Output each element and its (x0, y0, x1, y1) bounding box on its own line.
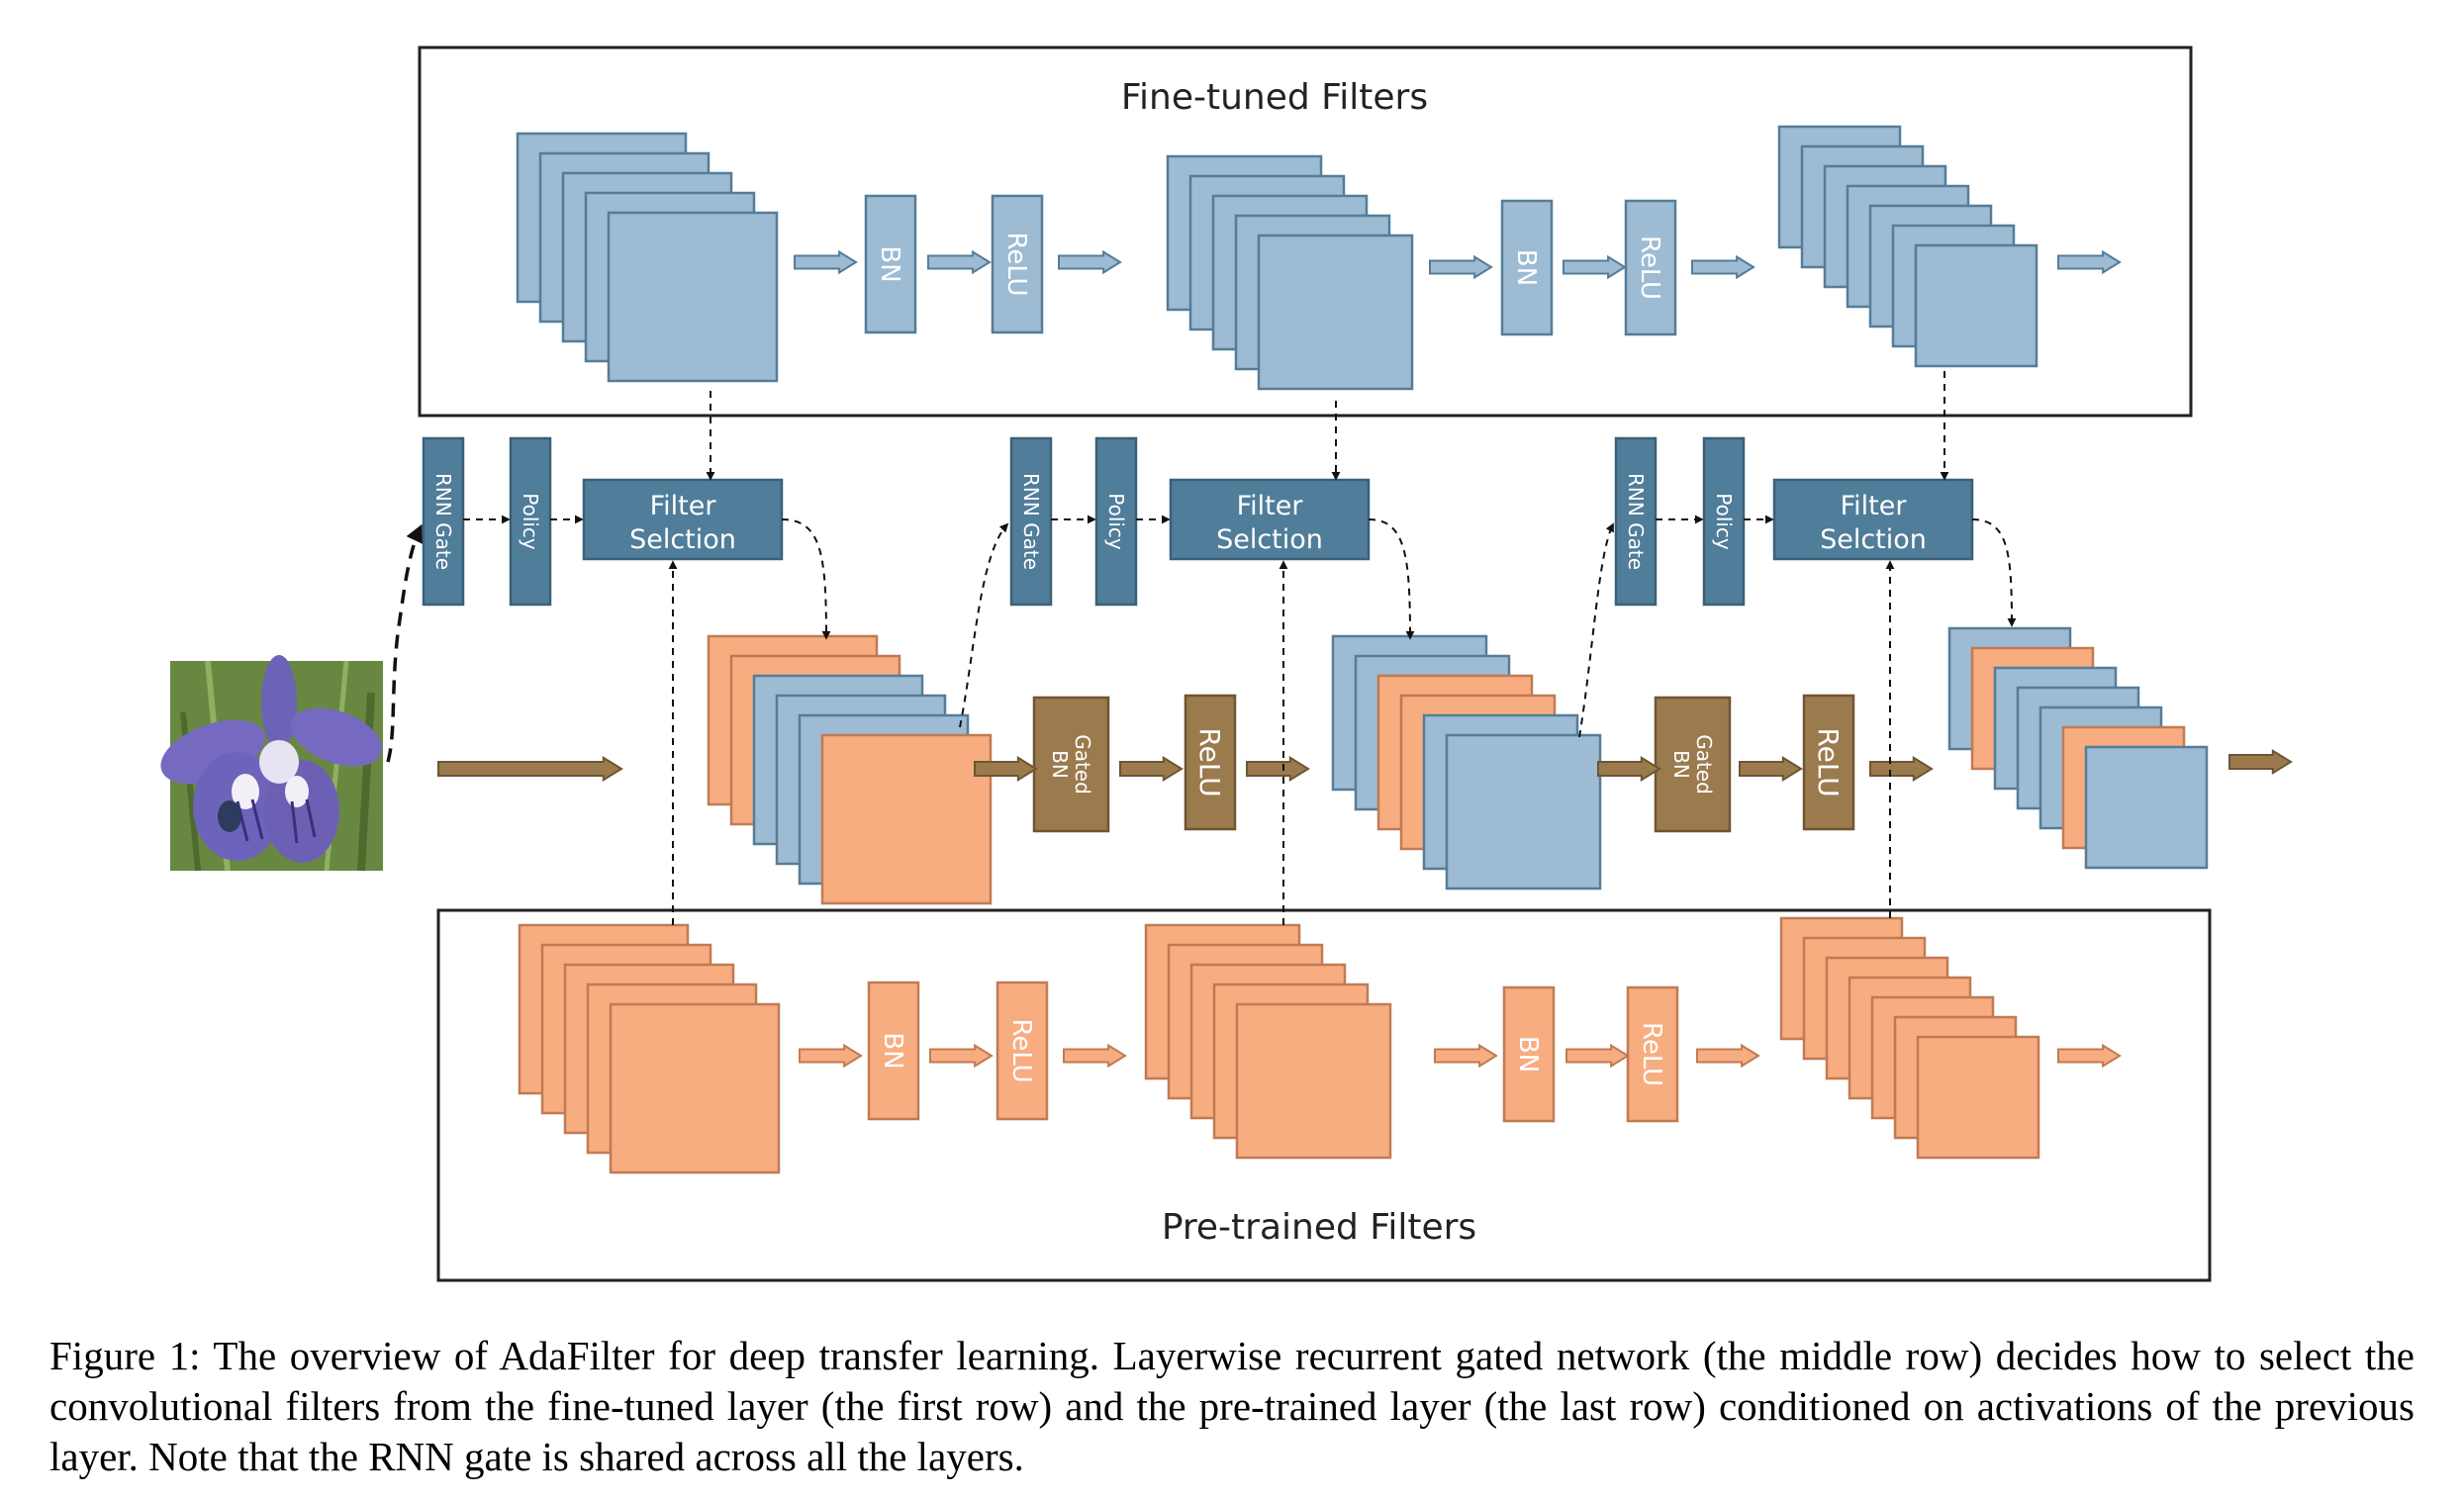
flow-arrow-middle-5 (1739, 756, 1803, 782)
fine-tuned-stack-3 (1777, 125, 2038, 368)
relu-box-top-1-label: ReLU (1001, 232, 1031, 296)
flow-arrow-bottom-3 (1063, 1043, 1127, 1069)
rnn-gate-box-2: RNN Gate (1009, 436, 1053, 607)
flow-arrow-middle-4 (1597, 756, 1661, 782)
relu-box-bottom-2: ReLU (1626, 985, 1679, 1123)
rnn-gate-box-1-label: RNN Gate (431, 473, 455, 570)
flow-arrow-top-1 (794, 249, 858, 275)
filter-map (1257, 234, 1414, 391)
flow-arrow-top-4 (1429, 254, 1493, 280)
bn-box-top-1: BN (864, 194, 917, 334)
relu-box-top-1: ReLU (991, 194, 1044, 334)
policy-box-1: Policy (509, 436, 552, 607)
input-image (160, 655, 383, 872)
gated-bn-box-2-label: GatedBN (1669, 734, 1716, 795)
flow-arrow-bottom-1 (799, 1043, 863, 1069)
flow-arrow-top-3 (1058, 249, 1122, 275)
flow-arrow-middle-7 (2228, 749, 2293, 775)
relu-box-top-2: ReLU (1624, 199, 1677, 336)
mixed-stack-1 (707, 634, 993, 905)
filter-map (2084, 745, 2209, 870)
rnn-gate-box-1: RNN Gate (422, 436, 465, 607)
flow-arrow-top-7 (2057, 249, 2122, 275)
flow-arrow-bottom-5 (1565, 1043, 1630, 1069)
rnn-gate-box-3-label: RNN Gate (1624, 473, 1648, 570)
filter-map (1235, 1002, 1392, 1160)
relu-box-bottom-2-label: ReLU (1637, 1022, 1666, 1086)
selection-to-mixed-2 (1368, 518, 1415, 640)
mixed-stack-3 (1947, 626, 2209, 870)
relu-box-middle-2: ReLU (1802, 694, 1855, 831)
filter-map (1914, 243, 2038, 368)
bn-box-bottom-1: BN (867, 981, 920, 1121)
bn-box-top-2-label: BN (1511, 249, 1541, 286)
mixed-to-rnn-gate-2 (959, 522, 1009, 728)
fine-tuned-frame (418, 46, 2193, 418)
flow-arrow-middle-2 (1119, 756, 1184, 782)
flow-arrow-bottom-7 (2057, 1043, 2122, 1069)
gated-bn-box-2: GatedBN (1654, 696, 1732, 833)
pretrained-stack-2 (1144, 923, 1392, 1160)
mixed-stack-2 (1331, 634, 1602, 891)
relu-box-middle-1-label: ReLU (1193, 727, 1226, 797)
filter-map (820, 733, 993, 905)
flow-arrow-bottom-4 (1434, 1043, 1498, 1069)
relu-box-middle-2-label: ReLU (1812, 727, 1845, 797)
gated-bn-box-1: GatedBN (1032, 696, 1110, 833)
pretrained-stack-3 (1779, 916, 2040, 1160)
relu-box-bottom-1: ReLU (995, 981, 1049, 1121)
mixed-to-rnn-gate-3 (1578, 522, 1614, 738)
bn-box-top-1-label: BN (875, 245, 904, 282)
filter-map (1445, 733, 1602, 891)
flow-arrow-middle-input (437, 756, 623, 782)
bn-box-bottom-2: BN (1502, 985, 1556, 1123)
gated-bn-box-1-label: GatedBN (1048, 734, 1094, 795)
relu-box-bottom-1-label: ReLU (1006, 1018, 1036, 1082)
filter-map (609, 1002, 781, 1174)
selection-to-mixed-1 (781, 518, 831, 640)
rnn-gate-box-3: RNN Gate (1614, 436, 1658, 607)
flow-arrow-bottom-2 (929, 1043, 994, 1069)
policy-box-3-label: Policy (1712, 493, 1736, 550)
rnn-gate-box-2-label: RNN Gate (1019, 473, 1043, 570)
fine-tuned-title: Fine-tuned Filters (1121, 77, 1428, 118)
bn-box-top-2: BN (1500, 199, 1554, 336)
policy-box-3: Policy (1702, 436, 1746, 607)
flow-arrow-middle-1 (974, 756, 1038, 782)
policy-box-1-label: Policy (519, 493, 542, 550)
pretrained-stack-1 (518, 923, 781, 1174)
figure-caption: Figure 1: The overview of AdaFilter for … (49, 1333, 2415, 1479)
relu-box-middle-1: ReLU (1184, 694, 1237, 831)
flow-arrow-top-2 (927, 249, 992, 275)
flow-arrow-top-6 (1691, 254, 1755, 280)
policy-box-2-label: Policy (1104, 493, 1128, 550)
pretrained-frame (436, 908, 2212, 1282)
relu-box-top-2-label: ReLU (1635, 235, 1664, 300)
policy-box-2: Policy (1094, 436, 1138, 607)
fine-tuned-stack-1 (516, 132, 779, 383)
fine-tuned-stack-2 (1166, 154, 1414, 391)
bn-box-bottom-2-label: BN (1513, 1036, 1543, 1073)
image-to-rnn-gate-1 (386, 523, 423, 763)
bn-box-bottom-1-label: BN (878, 1032, 907, 1069)
flow-arrow-middle-6 (1869, 756, 1934, 782)
filter-map (607, 211, 779, 383)
flow-arrow-top-5 (1563, 254, 1627, 280)
adafilter-diagram: Fine-tuned Filters Pre-trained Filters B… (160, 46, 2293, 1282)
filter-map (1916, 1035, 2040, 1160)
flow-arrow-bottom-6 (1696, 1043, 1760, 1069)
pretrained-title: Pre-trained Filters (1162, 1207, 1476, 1248)
flow-arrow-middle-3 (1246, 756, 1310, 782)
selection-to-mixed-3 (1971, 518, 2017, 627)
